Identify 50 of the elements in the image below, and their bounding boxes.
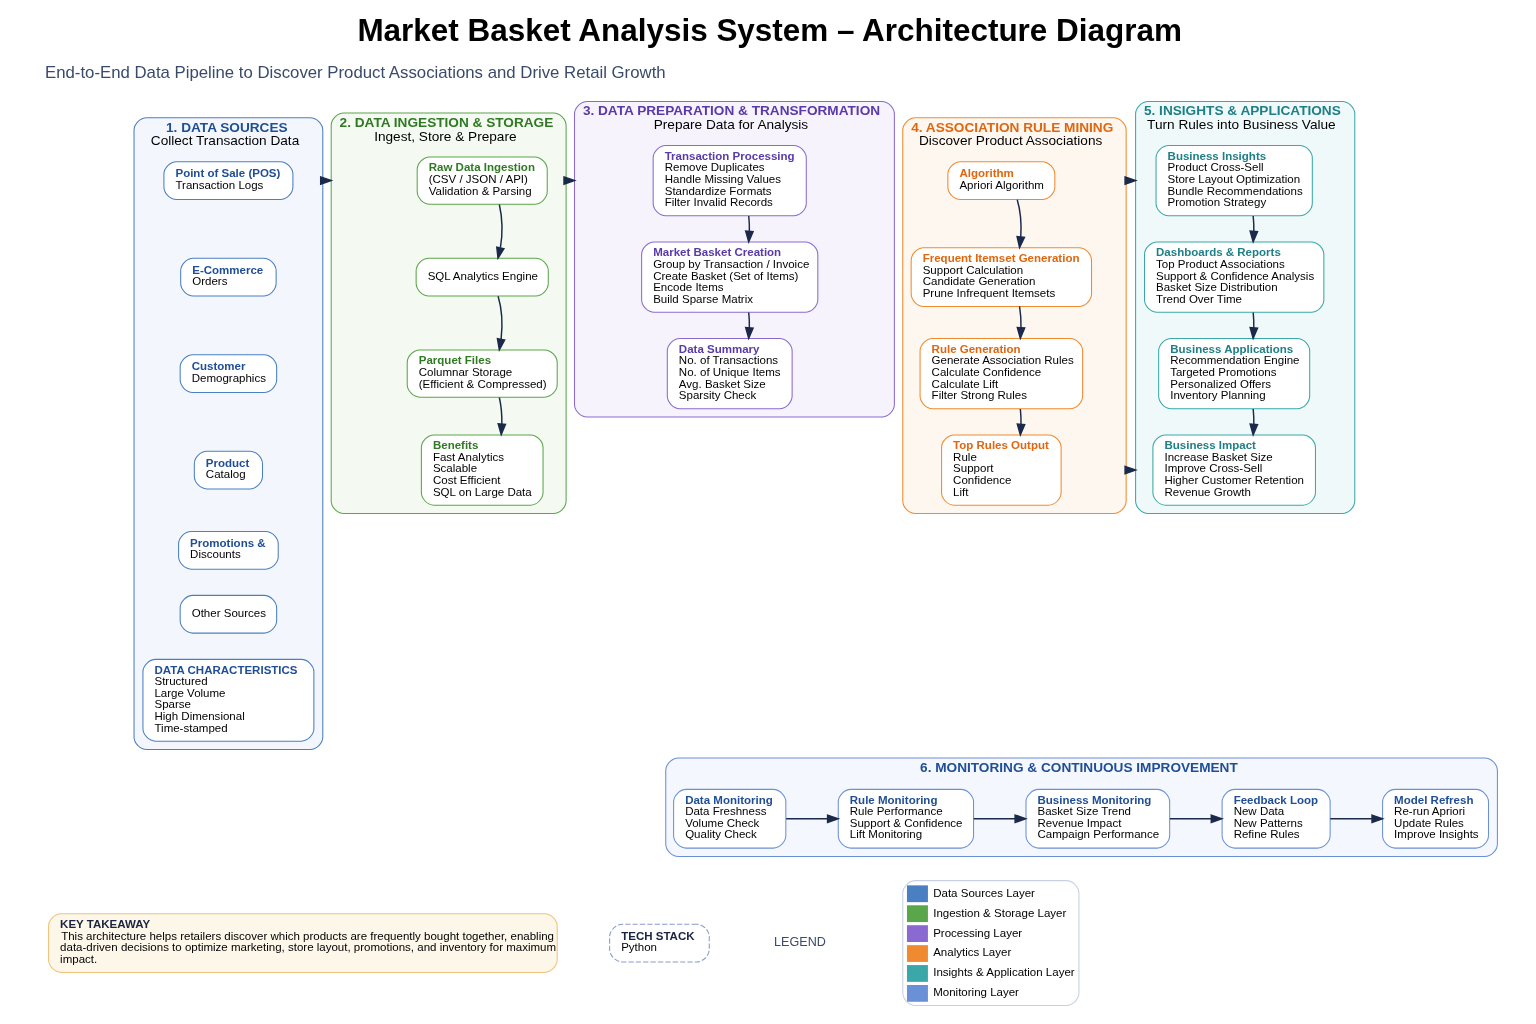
arrow	[744, 311, 755, 341]
node-box: Rule Generation Generate Association Rules Calculate Confidence Calculate Lift Filter Strong Rules	[919, 337, 1084, 410]
node-box: Benefits Fast Analytics Scalable Cost Efficient SQL on Large Data	[420, 434, 544, 506]
node-box: Customer Demographics	[179, 354, 278, 393]
node-box: Feedback Loop New Data New Patterns Refine Rules	[1221, 788, 1331, 849]
arrow	[1016, 408, 1026, 438]
node-box: Other Sources	[179, 594, 278, 634]
legend-label: Monitoring Layer	[933, 986, 1019, 999]
node-box: Parquet Files Columnar Storage (Efficient & Compressed)	[406, 349, 558, 398]
arrow	[744, 215, 755, 245]
node-box: Raw Data Ingestion (CSV / JSON / API) Validation & Parsing	[416, 156, 548, 205]
node-box: Promotions & Discounts	[178, 530, 279, 570]
node-box: Business Impact Increase Basket Size Improve Cross-Sell Higher Customer Retention Revenue Growth	[1152, 434, 1316, 506]
arrow	[973, 814, 1028, 824]
arrow	[497, 396, 507, 437]
node-box: Product Catalog	[193, 450, 264, 490]
node-box: E-Commerce Orders	[180, 257, 277, 297]
node-box: DATA CHARACTERISTICS Structured Large Volume Sparse High Dimensional Time-stamped	[142, 658, 315, 742]
arrow	[1016, 305, 1026, 341]
node-box: Top Rules Output Rule Support Confidence Lift	[941, 434, 1062, 506]
arrow	[1169, 814, 1224, 824]
node-box: Algorithm Apriori Algorithm	[947, 161, 1056, 200]
node-box: Dashboards & Reports Top Product Associations Support & Confidence Analysis Basket Size Distribution Trend Over Time	[1144, 241, 1325, 313]
node-box: Business Monitoring Basket Size Trend Revenue Impact Campaign Performance	[1025, 788, 1171, 849]
node-box: Transaction Processing Remove Duplicates Handle Missing Values Standardize Formats Filter Invalid Records	[652, 144, 807, 217]
arrow	[1016, 199, 1026, 250]
node-box: KEY TAKEAWAY This architecture helps retailers discover which products are frequently bought together, enabling data-driven decisions to optimize marketing, store layout, promotions, and inventory for maximum impact.	[48, 913, 558, 973]
node-box: Frequent Itemset Generation Support Calculation Candidate Generation Prune Infrequent Itemsets	[910, 247, 1093, 307]
node-box: SQL Analytics Engine	[415, 257, 549, 297]
legend-label: Insights & Application Layer	[933, 966, 1075, 979]
arrow	[1329, 814, 1385, 824]
legend-label: Data Sources Layer	[933, 886, 1035, 899]
label: LEGEND	[774, 935, 826, 950]
legend-label: Ingestion & Storage Layer	[933, 906, 1067, 919]
arrow	[495, 203, 506, 261]
node-box: Business Insights Product Cross-Sell Store Layout Optimization Bundle Recommendations Promotion Strategy	[1155, 144, 1313, 217]
node-box: Point of Sale (POS) Transaction Logs	[163, 161, 294, 200]
node-box: Market Basket Creation Group by Transaction / Invoice Create Basket (Set of Items) Encode Items Build Sparse Matrix	[641, 241, 819, 313]
node-box: Data Monitoring Data Freshness Volume Check Quality Check	[673, 788, 787, 849]
label: End-to-End Data Pipeline to Discover Product Associations and Drive Retail Growth	[45, 63, 666, 83]
arrow	[785, 814, 841, 824]
arrow	[496, 295, 506, 352]
node-box: Data Summary No. of Transactions No. of Unique Items Avg. Basket Size Sparsity Check	[666, 337, 793, 410]
node-box: Business Applications Recommendation Engine Targeted Promotions Personalized Offers Inventory Planning	[1158, 337, 1311, 410]
node-box: TECH STACK Python	[609, 923, 710, 963]
diagram-title: Market Basket Analysis System – Architecture Diagram	[357, 12, 1182, 48]
legend-label: Processing Layer	[933, 926, 1023, 939]
node-box: Model Refresh Re-run Apriori Update Rules Improve Insights	[1382, 788, 1490, 849]
node-box: Rule Monitoring Rule Performance Support & Confidence Lift Monitoring	[837, 788, 975, 849]
legend-label: Analytics Layer	[933, 946, 1012, 959]
